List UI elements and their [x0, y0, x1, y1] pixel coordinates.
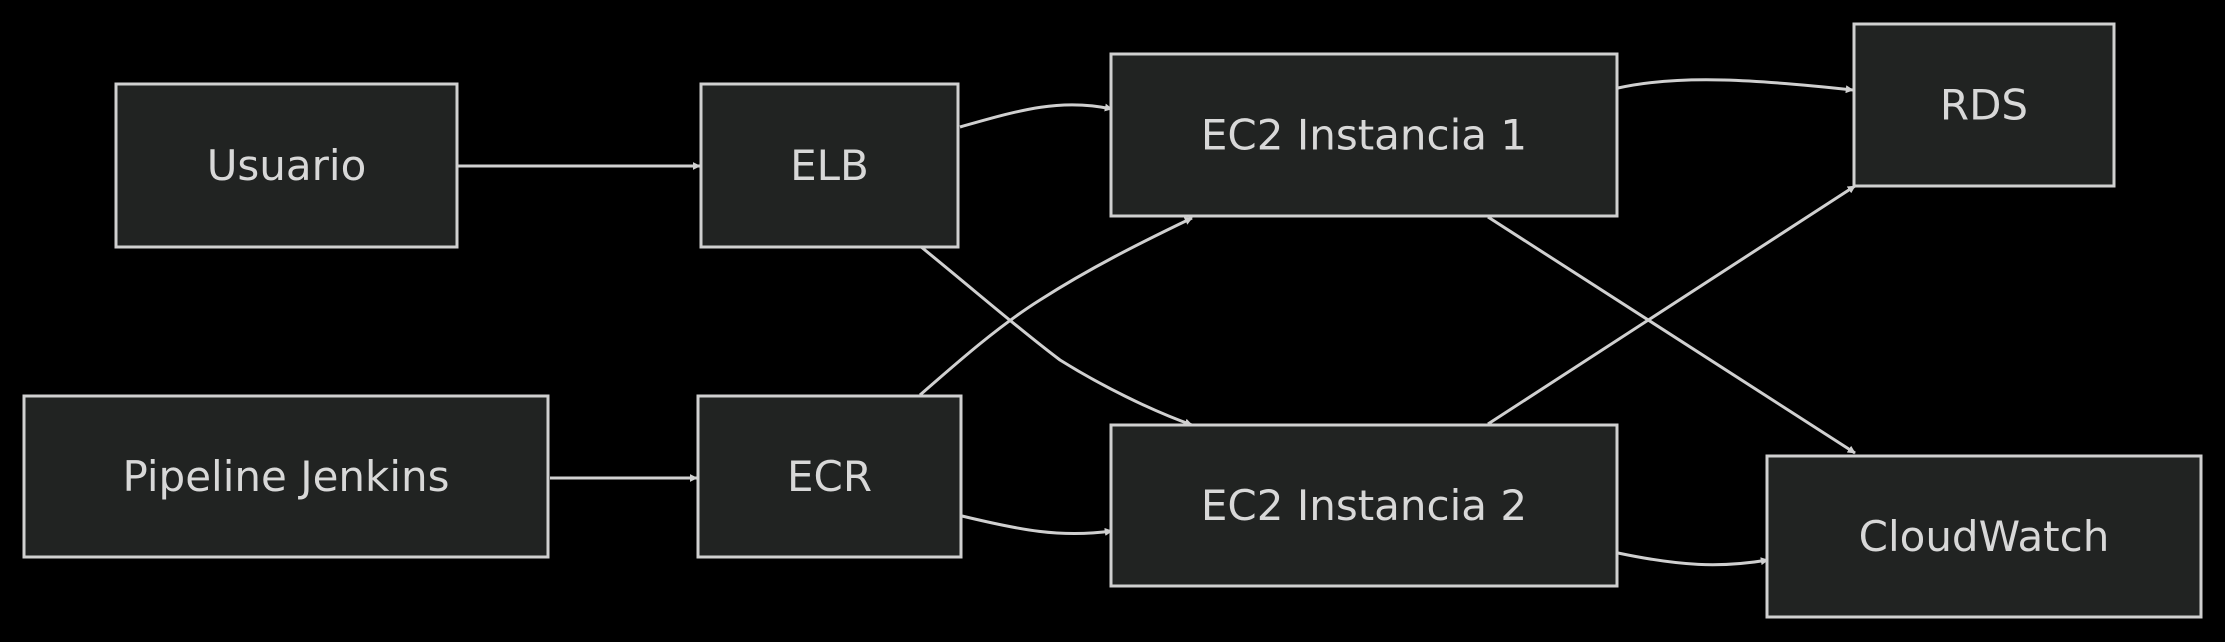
- node-label: ECR: [787, 452, 872, 501]
- node-ec2-instancia-2: EC2 Instancia 2: [1109, 423, 1619, 588]
- node-label: ELB: [790, 141, 869, 190]
- edge-ecr-ec2-2: [961, 514, 1113, 536]
- node-ec2-instancia-1: EC2 Instancia 1: [1109, 52, 1619, 218]
- node-box: [22, 394, 550, 559]
- node-box: [696, 394, 963, 559]
- edge-ec2-2-rds: [1487, 184, 1856, 426]
- node-cloudwatch: CloudWatch: [1765, 454, 2203, 619]
- node-box: [114, 82, 459, 249]
- node-label: Usuario: [207, 141, 367, 190]
- node-box: [1765, 454, 2203, 619]
- edge-ec2-1-rds: [1617, 78, 1854, 94]
- node-elb: ELB: [699, 82, 960, 249]
- node-rds: RDS: [1852, 22, 2116, 188]
- edges: [458, 78, 1856, 567]
- edge-elb-ec2-2: [919, 244, 1193, 427]
- node-label: EC2 Instancia 1: [1201, 111, 1527, 160]
- node-pipeline-jenkins: Pipeline Jenkins: [22, 394, 550, 559]
- node-box: [1109, 52, 1619, 218]
- node-box: [699, 82, 960, 249]
- node-label: Pipeline Jenkins: [122, 452, 449, 501]
- edge-ecr-ec2-1: [919, 216, 1193, 397]
- edge-ec2-1-cloudwatch: [1487, 215, 1856, 455]
- node-label: CloudWatch: [1859, 512, 2110, 561]
- node-box: [1852, 22, 2116, 188]
- node-label: RDS: [1940, 81, 2028, 130]
- node-ecr: ECR: [696, 394, 963, 559]
- edge-elb-ec2-1: [959, 103, 1113, 129]
- node-box: [1109, 423, 1619, 588]
- edge-ec2-2-cloudwatch: [1617, 551, 1769, 567]
- node-usuario: Usuario: [114, 82, 459, 249]
- node-label: EC2 Instancia 2: [1201, 481, 1527, 530]
